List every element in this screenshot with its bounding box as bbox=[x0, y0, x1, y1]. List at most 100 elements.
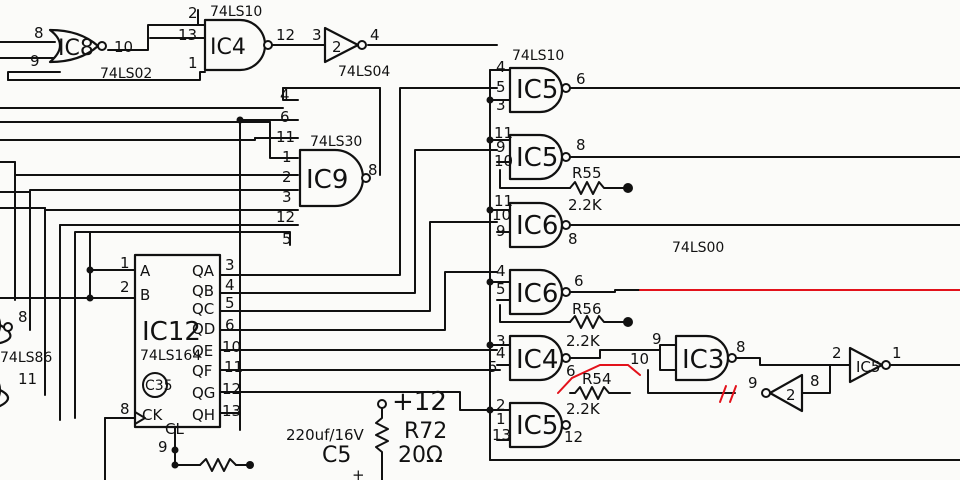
part-number: 74LS10 bbox=[210, 4, 262, 20]
pin-label: 4 bbox=[225, 276, 235, 294]
pin-label: 9 bbox=[496, 222, 506, 240]
ic12-output-qe: QE bbox=[192, 342, 213, 360]
pin-label: 6 bbox=[566, 362, 576, 380]
pin-label: 4 bbox=[496, 344, 506, 362]
resistor-value: 2.2K bbox=[566, 332, 601, 350]
pin-label: 8 bbox=[736, 338, 746, 356]
pin-label: 6 bbox=[225, 316, 235, 334]
gate-label: 2 bbox=[332, 38, 342, 56]
gate-ic6-bottom: IC6 4 5 6 R56 2.2K bbox=[496, 262, 960, 350]
red-modification-jumper bbox=[557, 364, 641, 394]
gate-ic5-bottom: IC5 2 1 13 12 bbox=[492, 396, 583, 449]
pin-label: 1 bbox=[188, 54, 198, 72]
gate-ic8: IC8 8 9 10 74LS02 bbox=[30, 24, 152, 82]
capacitor-polarity: + bbox=[352, 466, 365, 480]
pin-label: 9 bbox=[652, 330, 662, 348]
ic12-output-qg: QG bbox=[192, 384, 215, 402]
pin-label: 10 bbox=[492, 206, 511, 224]
pin-label: 10 bbox=[114, 38, 133, 56]
ic12-part: 74LS164 bbox=[140, 348, 201, 364]
junction-dot bbox=[486, 136, 494, 144]
junction-dot bbox=[86, 294, 94, 302]
pin-label: 13 bbox=[222, 402, 241, 420]
pin-label: 8 bbox=[18, 308, 28, 326]
pin-label: 10 bbox=[630, 350, 649, 368]
pin-label: 5 bbox=[496, 78, 506, 96]
pin-label: 8 bbox=[368, 161, 378, 179]
ic12-output-qb: QB bbox=[192, 282, 214, 300]
pin-label: 3 bbox=[282, 188, 292, 206]
gate-label: 2 bbox=[786, 386, 796, 404]
ic12-tag: C35 bbox=[145, 378, 173, 394]
pin-label: 5 bbox=[488, 358, 498, 376]
part-number: 74LS04 bbox=[338, 64, 390, 80]
resistor-name: R56 bbox=[572, 300, 602, 318]
gate-ic9: IC9 4 6 11 1 2 3 12 5 8 74LS30 bbox=[276, 86, 378, 248]
resistor-value: 2.2K bbox=[568, 196, 603, 214]
pin-label: 2 bbox=[120, 278, 130, 296]
gate-label: IC4 bbox=[210, 35, 246, 60]
pin-label: 11 bbox=[224, 358, 243, 376]
pin-label: 8 bbox=[576, 136, 586, 154]
gate-label: IC3 bbox=[682, 345, 724, 375]
resistor-name: R55 bbox=[572, 164, 602, 182]
resistor-value: 20Ω bbox=[398, 443, 443, 468]
gate-inverter-right: IC5 2 1 bbox=[832, 344, 960, 384]
pin-label: 4 bbox=[370, 26, 380, 44]
pin-label: 4 bbox=[496, 262, 506, 280]
ic12-label: IC12 bbox=[142, 317, 201, 347]
pin-label: 3 bbox=[496, 332, 506, 350]
pin-label: 9 bbox=[158, 438, 168, 456]
gate-ic3: IC3 9 10 8 bbox=[630, 330, 851, 403]
pin-label: 8 bbox=[568, 230, 578, 248]
pin-label: 6 bbox=[280, 108, 290, 126]
pin-label: 9 bbox=[30, 52, 40, 70]
red-cut-mark bbox=[719, 385, 737, 403]
capacitor-value: 220uf/16V bbox=[286, 426, 365, 444]
pin-label: 8 bbox=[34, 24, 44, 42]
pin-label: 1 bbox=[892, 344, 902, 362]
pin-label: 3 bbox=[225, 256, 235, 274]
ic12-input-a: A bbox=[140, 262, 151, 280]
pin-label: 3 bbox=[496, 96, 506, 114]
ic12-output-qf: QF bbox=[192, 362, 212, 380]
pin-label: 3 bbox=[312, 26, 322, 44]
junction-dot bbox=[171, 461, 179, 469]
junction-dot bbox=[486, 206, 494, 214]
pin-label: 9 bbox=[496, 138, 506, 156]
gate-label: IC5 bbox=[856, 358, 880, 376]
gate-label: IC5 bbox=[516, 143, 558, 173]
gate-ic4-top: IC4 2 13 1 12 74LS10 bbox=[178, 4, 295, 72]
ic12-output-qd: QD bbox=[192, 320, 215, 338]
wires-ic9-inputs bbox=[0, 87, 381, 431]
ic12-output-qh: QH bbox=[192, 406, 215, 424]
pin-label: 2 bbox=[282, 168, 292, 186]
gate-label: IC8 bbox=[58, 36, 94, 61]
pin-label: 6 bbox=[576, 70, 586, 88]
ic12-outputs: QA QB QC QD QE QF QG QH 3 4 5 6 10 11 12… bbox=[192, 256, 243, 424]
pin-label: 1 bbox=[496, 410, 506, 428]
part-number: 74LS86 bbox=[0, 350, 52, 366]
pin-label: 10 bbox=[222, 338, 241, 356]
supply-voltage: +12 bbox=[392, 387, 447, 417]
part-number: 74LS30 bbox=[310, 134, 362, 150]
gate-label: IC4 bbox=[516, 345, 558, 375]
pin-label: 12 bbox=[276, 26, 295, 44]
junction-dot bbox=[486, 96, 494, 104]
pin-label: 11 bbox=[494, 124, 513, 142]
pin-label: 6 bbox=[574, 272, 584, 290]
gate-label: IC9 bbox=[306, 165, 348, 195]
gate-inverter-top: 2 3 4 74LS04 bbox=[312, 26, 390, 80]
pin-label: 4 bbox=[280, 86, 290, 104]
gate-label: IC5 bbox=[516, 75, 558, 105]
junction-dot bbox=[236, 116, 244, 124]
wires-right-column bbox=[489, 69, 960, 461]
pin-label: 12 bbox=[564, 428, 583, 446]
junction-dot bbox=[486, 406, 494, 414]
resistor-value: 2.2K bbox=[566, 400, 601, 418]
pin-label: 13 bbox=[178, 26, 197, 44]
junction-dot bbox=[246, 461, 254, 469]
gate-label: IC6 bbox=[516, 211, 558, 241]
part-number: 74LS00 bbox=[672, 240, 724, 256]
